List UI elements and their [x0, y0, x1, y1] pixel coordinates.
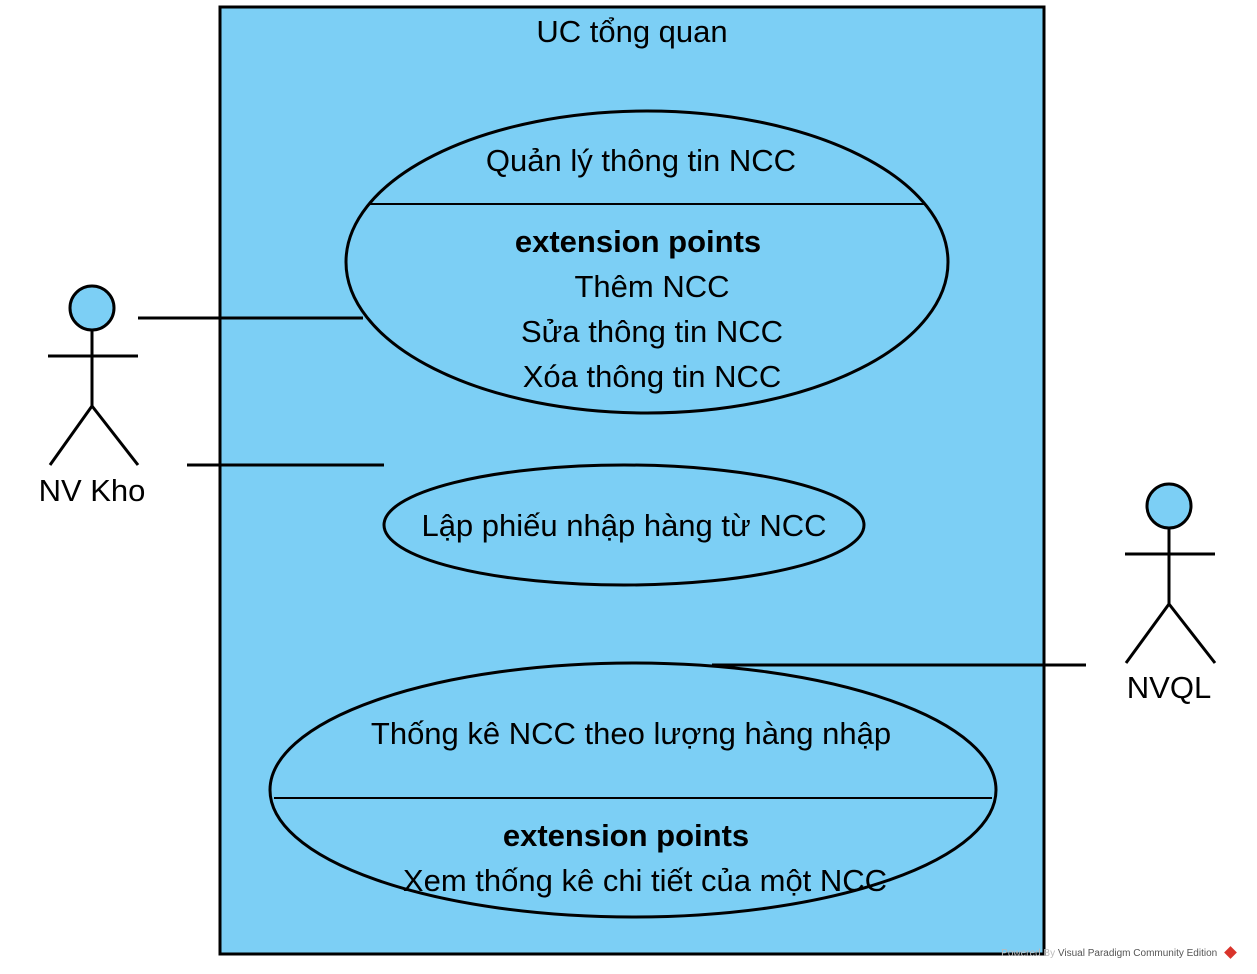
actor-nvql-head — [1145, 482, 1193, 530]
use-case-lap-phieu-shape[interactable] — [382, 463, 866, 587]
visual-paradigm-logo-icon — [1224, 946, 1237, 959]
use-case-lap-phieu-name: Lập phiếu nhập hàng từ NCC — [421, 508, 826, 543]
actor-nv-kho-left-leg — [48, 405, 94, 466]
actor-nvql-label: NVQL — [1127, 670, 1211, 705]
actor-nv-kho[interactable]: NV Kho — [39, 284, 146, 508]
system-title: UC tổng quan — [536, 14, 727, 49]
actor-nv-kho-right-leg — [90, 405, 140, 466]
use-case-thong-ke-shape[interactable] — [268, 661, 998, 919]
actor-nvql-left-leg — [1124, 603, 1171, 664]
ext-point-xem-thong-ke: Xem thống kê chi tiết của một NCC — [403, 863, 887, 898]
ext-point-xoa-ncc: Xóa thông tin NCC — [523, 359, 781, 394]
actor-nv-kho-head — [68, 284, 116, 332]
actor-nv-kho-label: NV Kho — [39, 473, 146, 508]
use-case-quan-ly-ncc[interactable]: Quản lý thông tin NCC extension points T… — [344, 109, 950, 415]
actor-nvql[interactable]: NVQL — [1124, 482, 1217, 705]
ext-point-sua-ncc: Sửa thông tin NCC — [521, 314, 783, 349]
actor-nvql-right-leg — [1167, 603, 1217, 664]
use-case-quan-ly-ncc-ext-heading: extension points — [515, 224, 761, 259]
use-case-quan-ly-ncc-shape[interactable] — [344, 109, 950, 415]
use-case-lap-phieu[interactable]: Lập phiếu nhập hàng từ NCC — [382, 463, 866, 587]
use-case-thong-ke[interactable]: Thống kê NCC theo lượng hàng nhập extens… — [268, 661, 998, 919]
watermark-brand: Visual Paradigm Community Edition — [1057, 948, 1218, 959]
ext-point-them-ncc: Thêm NCC — [574, 269, 729, 304]
use-case-thong-ke-ext-heading: extension points — [503, 818, 749, 853]
watermark: Powered By Visual Paradigm Community Edi… — [1001, 946, 1237, 959]
use-case-thong-ke-name: Thống kê NCC theo lượng hàng nhập — [371, 716, 891, 751]
use-case-quan-ly-ncc-name: Quản lý thông tin NCC — [486, 143, 796, 178]
watermark-prefix: Powered By — [1001, 948, 1056, 959]
